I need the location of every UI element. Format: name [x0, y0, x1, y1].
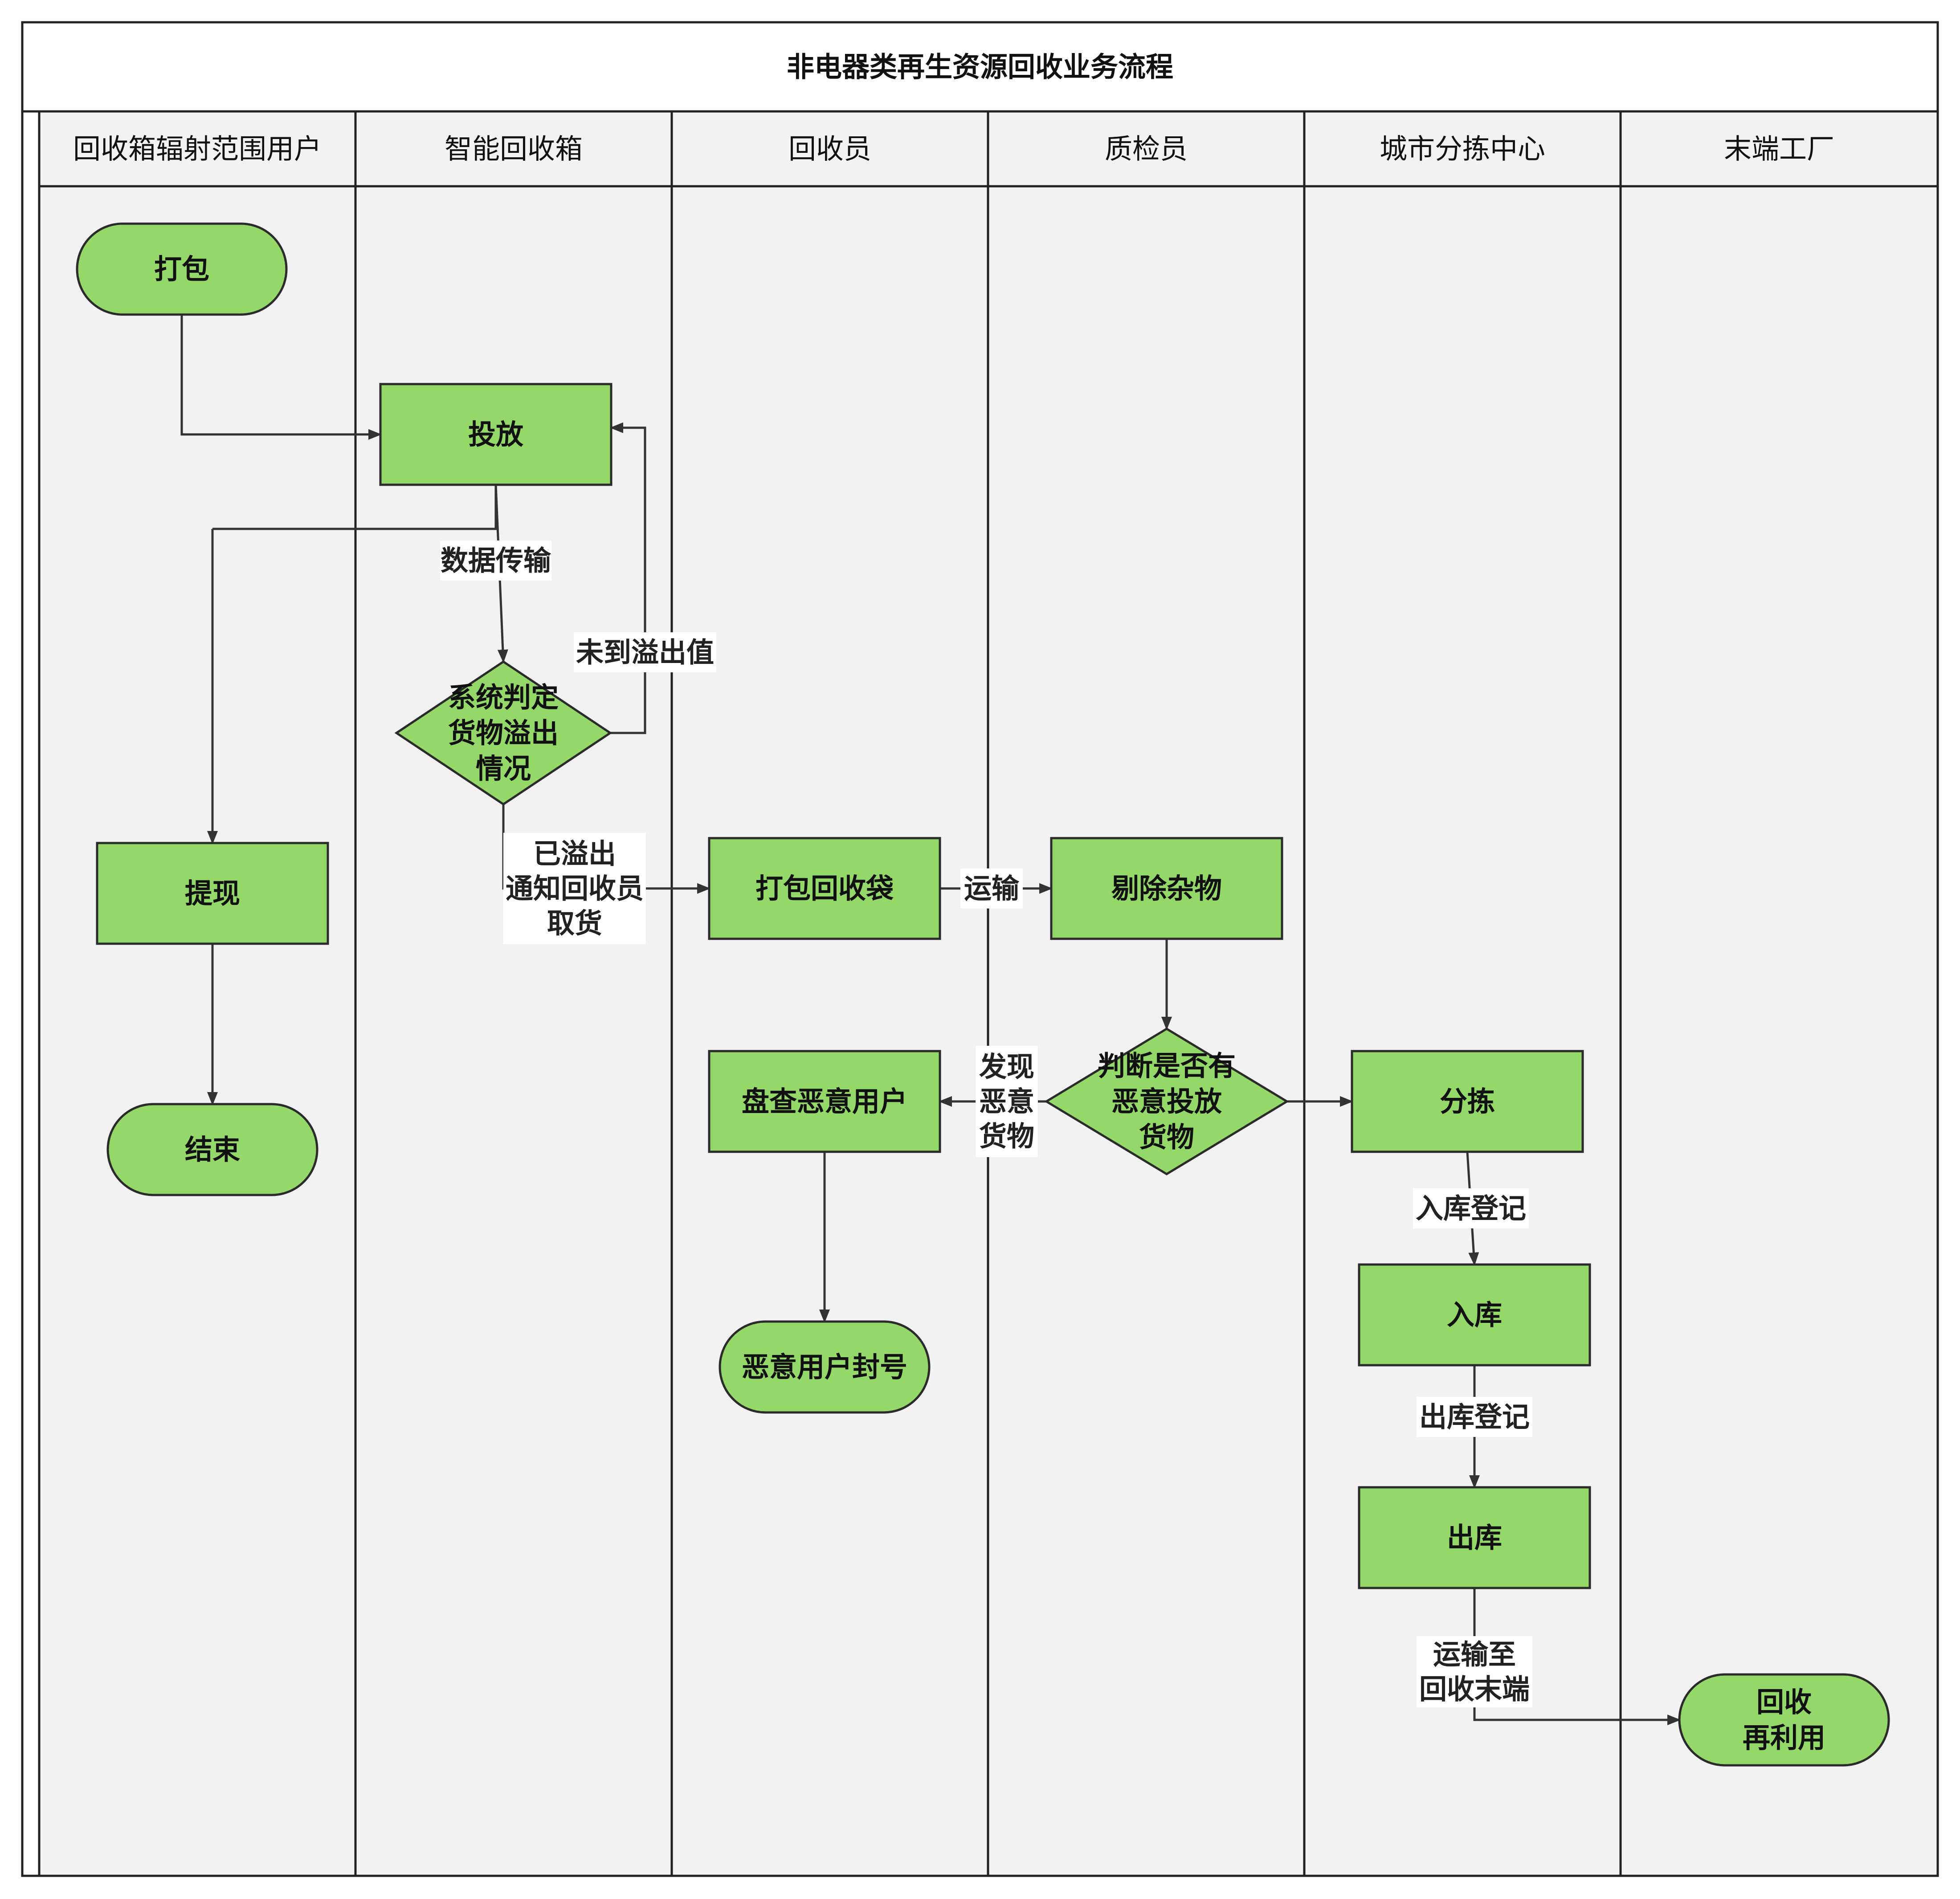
edge-label-text: 已溢出通知回收员取货 [506, 838, 644, 940]
node-sort: 分拣 [1351, 1050, 1584, 1153]
lane-header-label: 质检员 [1105, 133, 1188, 165]
lane-header [1303, 110, 1622, 188]
node-label: 分拣 [1440, 1085, 1495, 1118]
node-label: 结束 [185, 1134, 240, 1166]
edge-label-background [960, 868, 1023, 909]
node-end: 结束 [106, 1103, 318, 1196]
node-pack: 打包 [76, 222, 288, 316]
decision-diamond [394, 660, 612, 806]
edge-label-text: 入库登记 [1416, 1192, 1526, 1225]
node-label: 系统判定货物溢出情况 [448, 681, 559, 785]
node-label: 回收再利用 [1743, 1686, 1825, 1754]
node-label: 出库 [1447, 1522, 1502, 1554]
node-judge: 系统判定货物溢出情况 [394, 660, 612, 806]
process-box [1050, 837, 1283, 940]
edge-label-to-factory: 运输至回收末端 [1417, 1636, 1532, 1707]
diagram-title-bar: 非电器类再生资源回收业务流程 [21, 21, 1939, 113]
edge-label-text: 运输至回收末端 [1419, 1638, 1530, 1706]
edge-pack-to-deposit [180, 315, 382, 440]
edge-label-text: 数据传输 [441, 544, 551, 577]
node-check: 判断是否有恶意投放货物 [1044, 1027, 1289, 1175]
edge-label-background [1417, 1397, 1532, 1437]
node-remove: 剔除杂物 [1050, 837, 1283, 940]
edge-label-background [1413, 1188, 1529, 1228]
edge-label-text: 运输 [964, 872, 1020, 905]
lane-factory: 末端工厂 [1619, 110, 1939, 1877]
lane-sorting: 城市分拣中心 [1303, 110, 1622, 1877]
edge-label-overflow: 已溢出通知回收员取货 [503, 833, 646, 944]
node-label: 提现 [185, 877, 240, 910]
lane-header-label: 末端工厂 [1724, 133, 1834, 165]
node-bag: 打包回收袋 [708, 837, 941, 940]
edge-label-data-transfer: 数据传输 [440, 540, 551, 581]
node-label: 剔除杂物 [1111, 872, 1222, 905]
edge-label-text: 未到溢出值 [576, 636, 714, 669]
diagram-title: 非电器类再生资源回收业务流程 [787, 51, 1173, 83]
terminal-pill [106, 1103, 318, 1196]
process-box [96, 842, 329, 945]
edge-label-not-overflow: 未到溢出值 [574, 632, 716, 672]
lane-header [987, 110, 1306, 188]
node-label: 判断是否有恶意投放货物 [1098, 1050, 1236, 1154]
lane-inspector: 质检员 [987, 110, 1306, 1877]
terminal-pill [76, 222, 288, 316]
lane-box: 智能回收箱 [354, 110, 673, 1877]
lane-body [1303, 185, 1622, 1877]
edge-label-transport: 运输 [960, 868, 1023, 909]
node-label: 恶意用户封号 [742, 1351, 907, 1383]
edge-label-text: 出库登记 [1419, 1401, 1530, 1433]
node-outstore: 出库 [1358, 1486, 1591, 1589]
lane-user: 回收箱辐射范围用户 [38, 110, 357, 1877]
edge-label-text: 发现恶意货物 [979, 1051, 1034, 1153]
edge-label-background [503, 833, 646, 944]
node-label: 入库 [1447, 1299, 1502, 1331]
lane-header-label: 智能回收箱 [445, 133, 583, 165]
node-label: 打包 [154, 253, 209, 286]
node-ban: 恶意用户封号 [719, 1320, 931, 1414]
node-label: 打包回收袋 [755, 872, 894, 905]
edge-label-background [440, 540, 551, 581]
process-box [379, 383, 612, 486]
edge-judge-to-deposit [610, 422, 646, 734]
node-audit: 盘查恶意用户 [708, 1050, 941, 1153]
node-reuse: 回收再利用 [1678, 1673, 1890, 1767]
process-box [708, 1050, 941, 1153]
lane-header-label: 回收员 [788, 133, 871, 165]
lane-header [38, 110, 357, 188]
edge-label-malicious: 发现恶意货物 [976, 1046, 1038, 1157]
terminal-pill [1678, 1673, 1890, 1767]
connectors [180, 315, 1681, 1725]
lane-header-label: 回收箱辐射范围用户 [73, 133, 322, 165]
process-box [1351, 1050, 1584, 1153]
node-label: 盘查恶意用户 [742, 1085, 907, 1118]
edge-label-in-register: 入库登记 [1413, 1188, 1529, 1228]
node-withdraw: 提现 [96, 842, 329, 945]
lane-body [987, 185, 1306, 1877]
lane-header [1619, 110, 1939, 188]
edge-outstore-to-reuse [1473, 1588, 1681, 1725]
edge-label-background [574, 632, 716, 672]
node-deposit: 投放 [379, 383, 612, 486]
lane-collector: 回收员 [670, 110, 989, 1877]
decision-diamond [1044, 1027, 1289, 1175]
lane-body [670, 185, 989, 1877]
process-box [1358, 1263, 1591, 1367]
lane-body [38, 185, 357, 1877]
process-box [1358, 1486, 1591, 1589]
node-instore: 入库 [1358, 1263, 1591, 1367]
lane-body [1619, 185, 1939, 1877]
terminal-pill [719, 1320, 931, 1414]
node-label: 投放 [468, 418, 523, 451]
edge-label-background [1417, 1636, 1532, 1707]
swimlanes: 回收箱辐射范围用户 智能回收箱 回收员 质检员 城市分拣中心 末端工厂 [21, 110, 1939, 1877]
process-box [708, 837, 941, 940]
lane-header-label: 城市分拣中心 [1380, 133, 1545, 165]
edge-label-out-register: 出库登记 [1417, 1397, 1532, 1437]
edge-label-background [976, 1046, 1038, 1157]
